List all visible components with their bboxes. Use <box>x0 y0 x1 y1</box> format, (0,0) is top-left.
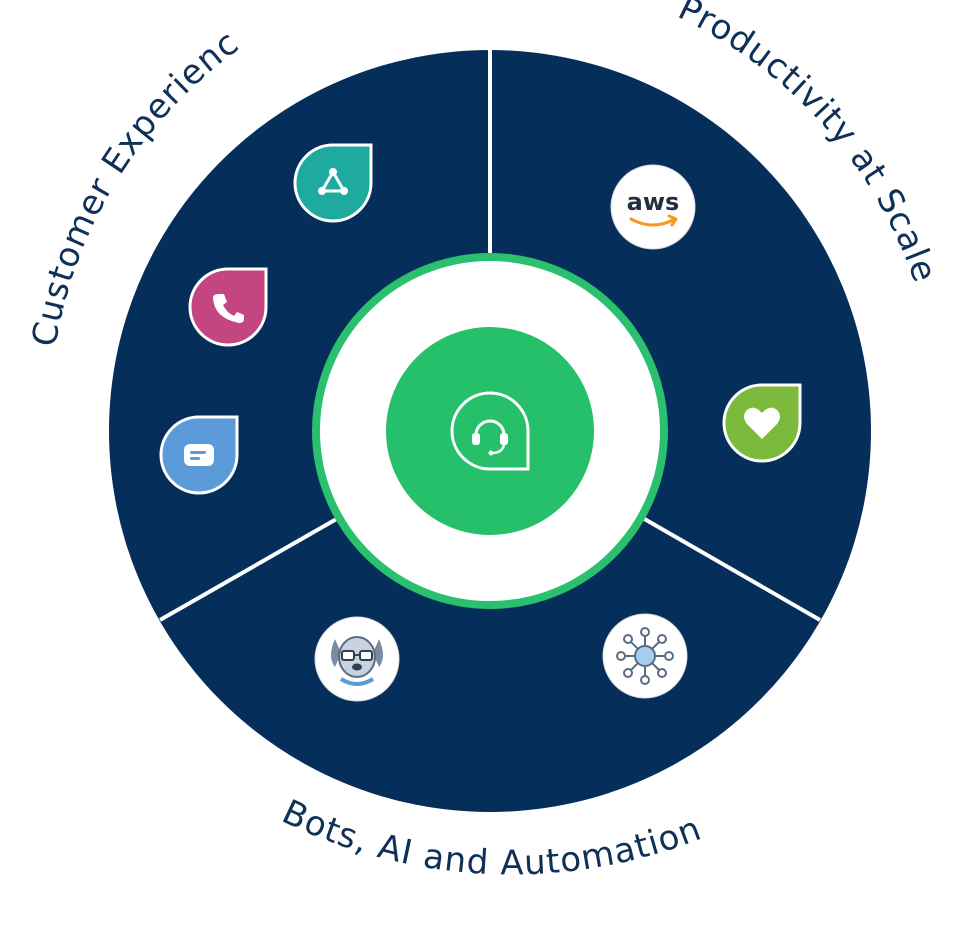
phone-icon <box>188 267 268 347</box>
dog-bot-icon <box>314 616 400 702</box>
network-triangle-icon <box>293 143 373 223</box>
hub-core <box>386 327 594 535</box>
divider-right <box>640 515 821 622</box>
divider-left <box>159 515 341 622</box>
chat-bubble-icon <box>159 415 239 495</box>
heart-icon <box>722 383 802 463</box>
hub-nodes-icon <box>602 613 688 699</box>
aws-logo-text: aws <box>627 188 680 216</box>
headset-icon <box>450 391 530 471</box>
aws-logo: aws <box>610 164 696 250</box>
